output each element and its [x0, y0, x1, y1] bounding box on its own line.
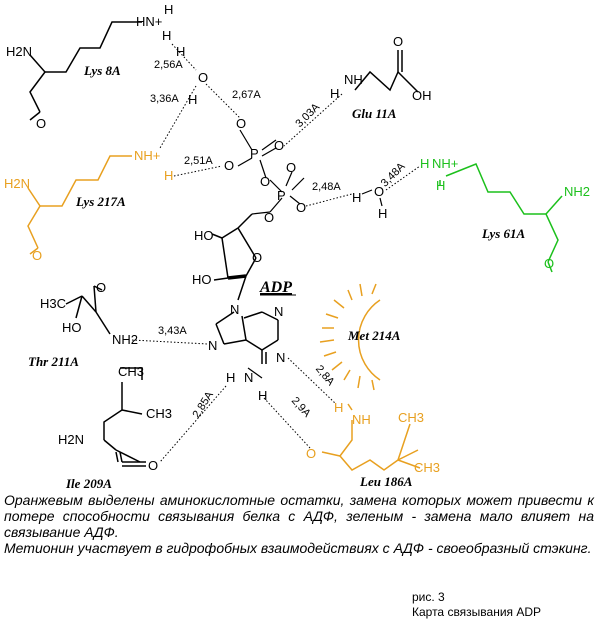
lys61-label: Lys 61A — [481, 226, 526, 241]
lys8-h2n: H2N — [6, 44, 32, 59]
lys217-h2n: H2N — [4, 176, 30, 191]
phosphate-p2: P — [277, 188, 286, 203]
leu186-h: H — [334, 400, 343, 415]
ile209-ch3-right: CH3 — [146, 406, 172, 421]
distance-label-7: 3,48A — [379, 160, 408, 189]
met214-label: Met 214A — [347, 328, 401, 343]
distance-label-5: 2,51A — [184, 155, 213, 167]
adenine-n6: N — [244, 370, 253, 385]
glu11-o: O — [393, 34, 403, 49]
thr211-nh2: NH2 — [112, 332, 138, 347]
phosphate-o2: O — [224, 158, 234, 173]
thr211-h3c: H3C — [40, 296, 66, 311]
phosphate-o5: O — [264, 210, 274, 225]
residue-lys217 — [27, 155, 132, 255]
residue-lys8 — [29, 21, 142, 121]
distance-label-8: 3,43A — [158, 325, 187, 337]
residue-met214 — [319, 283, 381, 391]
leu186-ch3-bottom: CH3 — [414, 460, 440, 475]
adp-label: ADP — [259, 279, 292, 296]
glu11-nh: NH — [344, 72, 363, 87]
lys217-label: Lys 217A — [75, 194, 126, 209]
residue-ile209 — [103, 367, 146, 467]
ile209-o: O — [148, 458, 158, 473]
phosphate-p1: P — [250, 146, 259, 161]
phosphate-o1: O — [274, 138, 284, 153]
leu186-ch3-top: CH3 — [398, 410, 424, 425]
distance-label-3: 2,67A — [232, 89, 261, 101]
phosphate-bonds — [237, 129, 305, 215]
ribose-ring — [211, 213, 257, 301]
water2-h: H — [352, 190, 361, 205]
leu186-label: Leu 186A — [359, 474, 413, 489]
binding-diagram: H2N O HN+ H H Lys 8A H O H H NH O OH Glu… — [4, 2, 590, 490]
water1-o: O — [198, 70, 208, 85]
adenine-h-left: H — [226, 370, 235, 385]
residue-thr211 — [65, 285, 111, 335]
distance-label-6: 2,48A — [312, 181, 341, 193]
glu11-label: Glu 11A — [352, 106, 397, 121]
lys217-h: H — [164, 168, 173, 183]
distance-label-1: 2,56A — [154, 59, 183, 71]
ribose-ho2: HO — [192, 272, 212, 287]
phosphate-o3: O — [286, 160, 296, 175]
hydrogen-bonds — [131, 43, 421, 463]
lys8-hn-plus: HN+ — [136, 14, 162, 29]
residue-lys61 — [439, 163, 563, 273]
ile209-h2n: H2N — [58, 432, 84, 447]
residue-glu11 — [354, 50, 419, 93]
adenine-n1: N — [274, 304, 283, 319]
adenine-n3: N — [208, 338, 217, 353]
lys8-carbonyl-o: O — [36, 116, 46, 131]
leu186-nh: NH — [352, 412, 371, 427]
leu186-o: O — [306, 446, 316, 461]
lys61-o: O — [544, 256, 554, 271]
phosphate-o4: O — [296, 200, 306, 215]
ile209-label: Ile 209A — [65, 476, 112, 490]
glu11-h: H — [330, 86, 339, 101]
lys217-nh-plus: NH+ — [134, 148, 160, 163]
adenine-n9: N — [230, 302, 239, 317]
adenine-n7: N — [276, 350, 285, 365]
water1-h2: H — [188, 92, 197, 107]
ribose-ho: HO — [194, 228, 214, 243]
lys8-h-bottom: H — [162, 28, 171, 43]
thr211-o: O — [96, 280, 106, 295]
lys61-nh-plus: NH+ — [432, 156, 458, 171]
figure-number: рис. 3 — [412, 590, 445, 604]
residue-leu186 — [321, 403, 421, 471]
lys61-h: H — [420, 156, 429, 171]
ile209-ch3-top: CH3 — [118, 364, 144, 379]
thr211-ho: HO — [62, 320, 82, 335]
caption: Оранжевым выделены аминокислотные остатк… — [4, 492, 594, 556]
caption-line-1: Оранжевым выделены аминокислотные остатк… — [4, 492, 594, 540]
adenine-rings — [215, 311, 279, 364]
figure-title: Карта связывания ADP — [412, 605, 542, 619]
lys8-label: Lys 8A — [83, 63, 121, 78]
figure-caption: рис. 3 Карта связывания ADP — [412, 590, 541, 620]
lys61-h-bottom: H — [436, 178, 445, 193]
adenine-h-right: H — [258, 388, 267, 403]
glu11-oh: OH — [412, 88, 432, 103]
thr211-label: Thr 211A — [28, 354, 79, 369]
lys61-nh2: NH2 — [564, 184, 590, 199]
ribose-o: O — [252, 250, 262, 265]
caption-line-2: Метионин участвует в гидрофобных взаимод… — [4, 540, 592, 556]
distance-label-2: 3,36A — [150, 93, 179, 105]
lys217-carbonyl-o: O — [32, 248, 42, 263]
lys8-h-top: H — [164, 2, 173, 17]
phosphate-o-minus: O — [236, 116, 246, 131]
distance-label-10: 2,85A — [190, 389, 216, 420]
distance-label-11: 2,9A — [289, 395, 314, 420]
phosphate-o-bridge: O — [260, 174, 270, 189]
water2-o: O — [374, 184, 384, 199]
water2-h2: H — [378, 206, 387, 221]
water1-h: H — [176, 44, 185, 59]
